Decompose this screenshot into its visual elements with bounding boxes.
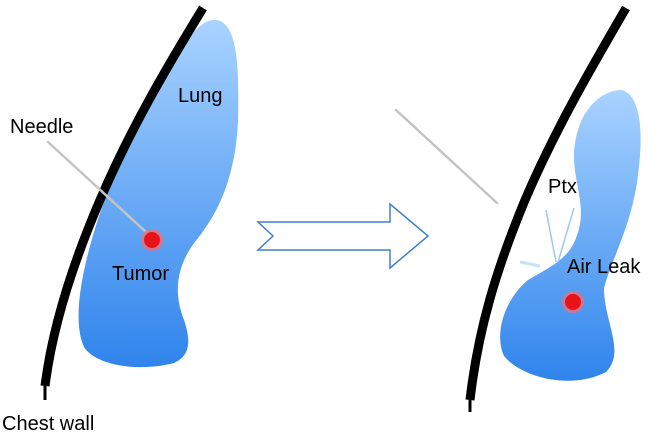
ptx-label: Ptx — [548, 176, 577, 198]
air-leak-label: Air Leak — [567, 256, 641, 278]
transition-arrow — [256, 202, 430, 270]
withdrawn-needle — [394, 108, 499, 205]
needle — [46, 140, 148, 234]
tumor-marker — [141, 229, 163, 251]
chest-wall — [40, 5, 207, 400]
chest-wall-label: Chest wall — [2, 413, 94, 435]
before-panel: Lung Needle Tumor Chest wall — [2, 5, 239, 435]
needle-label: Needle — [10, 116, 73, 138]
tumor-label: Tumor — [112, 263, 169, 285]
chest-wall-right — [465, 5, 630, 412]
air-leak-lines — [519, 207, 575, 268]
lung-shape — [78, 19, 239, 368]
tumor-marker-right — [562, 291, 584, 313]
lung-label: Lung — [178, 85, 223, 107]
collapsed-lung-shape — [500, 90, 641, 381]
after-panel: Ptx Air Leak — [394, 5, 641, 412]
